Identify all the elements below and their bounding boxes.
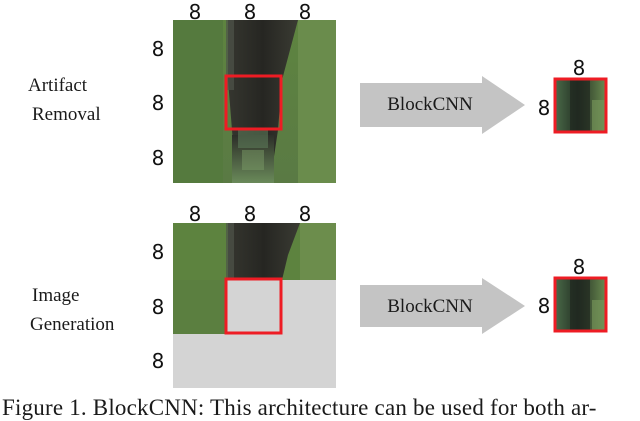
top-label-3: 8	[299, 202, 312, 226]
input-image-masked	[173, 223, 336, 388]
output-block	[553, 77, 608, 134]
top-label-2: 8	[244, 202, 257, 226]
side-label-2: 8	[152, 91, 165, 115]
row-label-line-1: Artifact	[28, 75, 88, 96]
artifact-removal-row: 8 8 8 8 8 8 Artifact Removal BlockCNN	[28, 0, 608, 183]
highlighted-block	[224, 277, 283, 335]
output-block	[553, 276, 608, 333]
row-label-line-2: Generation	[30, 314, 115, 335]
output-block-border	[553, 77, 608, 134]
side-label-3: 8	[152, 349, 165, 373]
side-label-1: 8	[152, 240, 165, 264]
side-label-3: 8	[152, 146, 165, 170]
output-side-label: 8	[538, 294, 551, 318]
image-generation-row: 8 8 8 8 8 8 Image Generation BlockCNN 8 …	[30, 202, 608, 388]
top-label-2: 8	[244, 0, 257, 24]
row-label-line-1: Image	[32, 285, 79, 306]
output-block-border	[553, 276, 608, 333]
blockcnn-arrow: BlockCNN	[360, 76, 525, 134]
side-label-1: 8	[152, 37, 165, 61]
row-label-line-2: Removal	[32, 104, 101, 125]
blockcnn-arrow: BlockCNN	[360, 278, 525, 334]
top-label-1: 8	[189, 202, 202, 226]
arrow-label: BlockCNN	[387, 296, 473, 317]
figure-caption: Figure 1. BlockCNN: This architecture ca…	[2, 395, 597, 420]
top-label-1: 8	[189, 0, 202, 24]
blockcnn-figure: 8 8 8 8 8 8 Artifact Removal BlockCNN	[28, 0, 608, 388]
input-image-compressed	[173, 20, 336, 183]
output-top-label: 8	[573, 56, 586, 80]
highlighted-block	[224, 74, 283, 131]
arrow-label: BlockCNN	[387, 94, 473, 115]
output-top-label: 8	[573, 255, 586, 279]
output-side-label: 8	[538, 96, 551, 120]
top-label-3: 8	[299, 0, 312, 24]
side-label-2: 8	[152, 295, 165, 319]
